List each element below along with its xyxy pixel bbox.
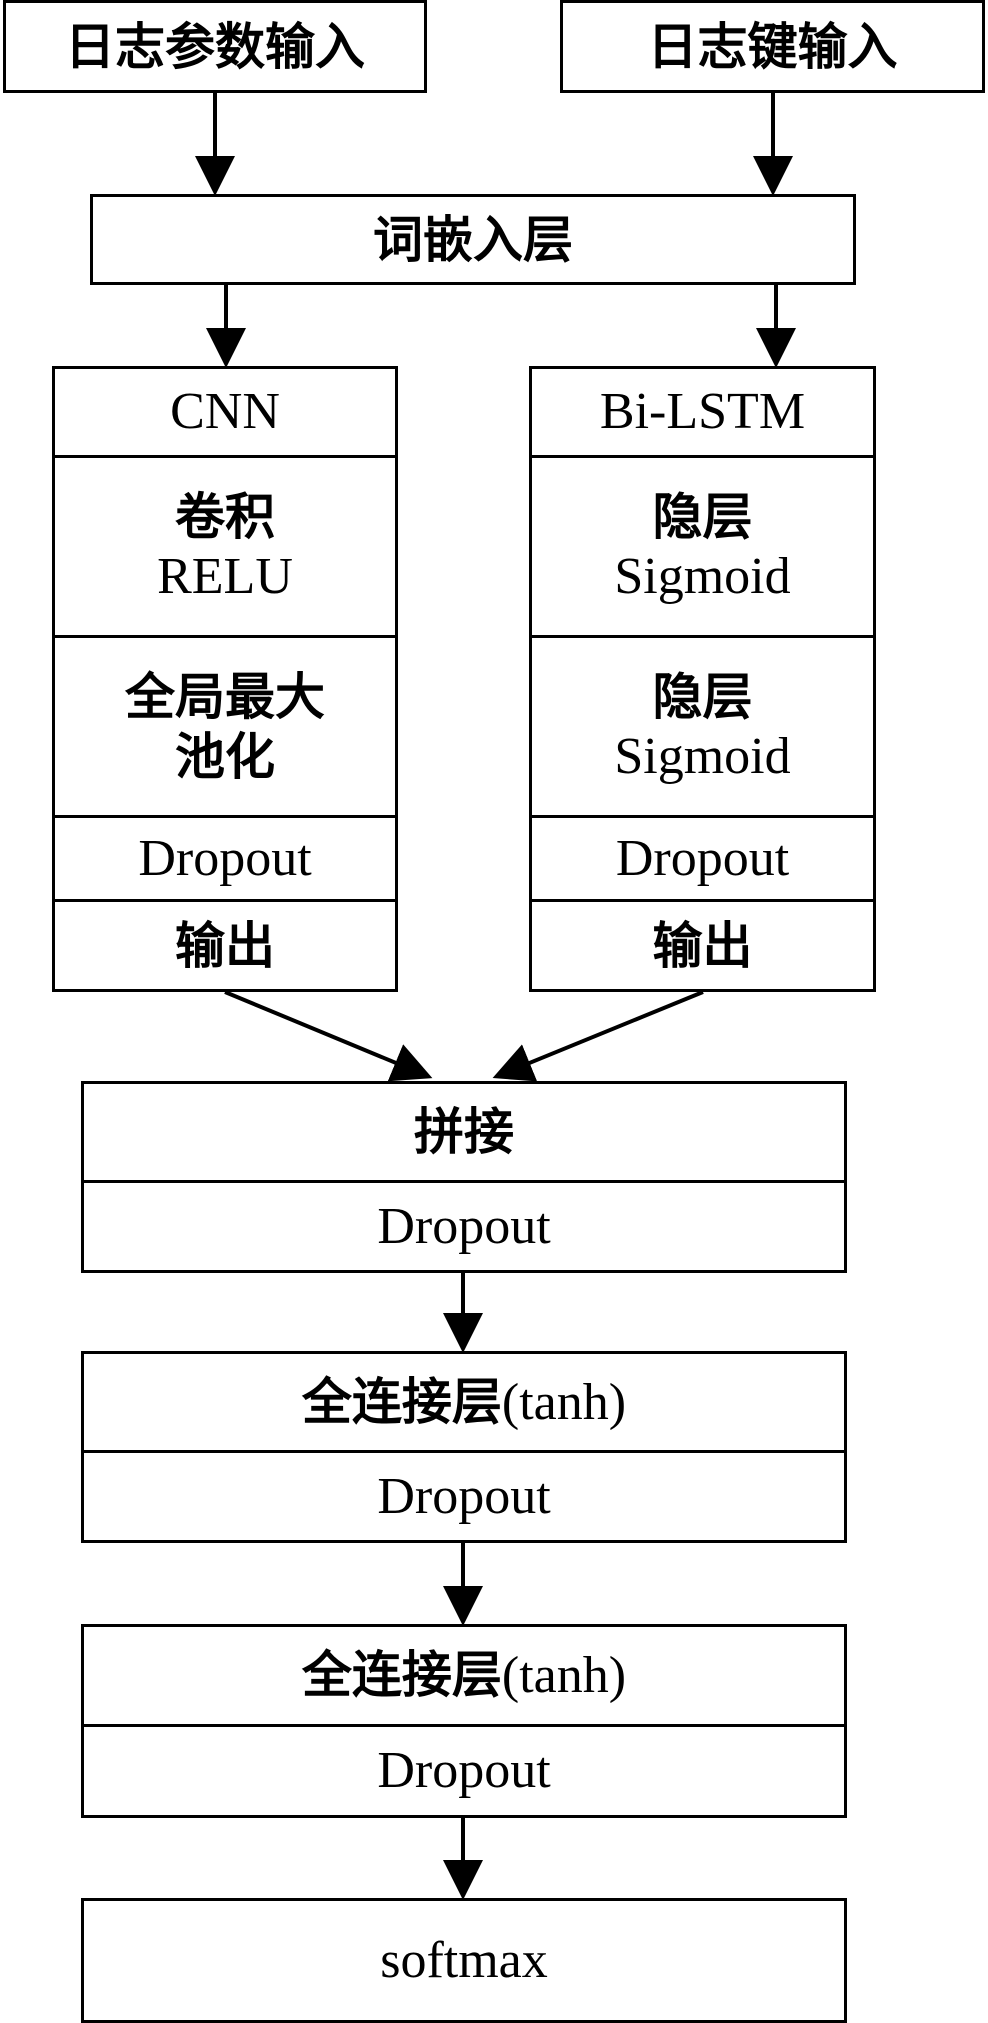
dense-layer-2-dropout-label: Dropout (377, 1742, 551, 1799)
embedding-layer-box: 词嵌入层 (90, 194, 856, 285)
cnn-dropout-label: Dropout (138, 829, 312, 887)
cnn-conv-label: 卷积 (175, 487, 275, 546)
bilstm-hidden2-label: 隐层 (652, 667, 753, 726)
bilstm-branch: Bi-LSTM 隐层 Sigmoid 隐层 Sigmoid Dropout 输出 (529, 366, 876, 992)
softmax-label: softmax (380, 1931, 548, 1989)
cnn-output-label: 输出 (175, 916, 275, 975)
dense-layer-1-dropout-label: Dropout (377, 1467, 551, 1525)
cnn-pool-label-1: 全局最大 (125, 667, 325, 726)
bilstm-dropout-label: Dropout (615, 829, 790, 887)
embedding-layer-label: 词嵌入层 (373, 210, 573, 269)
dense-layer-1-label: 全连接层(tanh) (301, 1372, 627, 1431)
concat-block: 拼接 Dropout (81, 1081, 847, 1273)
bilstm-output-label: 输出 (652, 916, 753, 975)
softmax-block: softmax (81, 1898, 847, 2023)
arrow-bilstm-to-concat (492, 990, 704, 1082)
dense-layer-1-block: 全连接层(tanh) Dropout (81, 1351, 847, 1543)
log-param-input-label: 日志参数输入 (65, 17, 365, 76)
dense-layer-2-label: 全连接层(tanh) (301, 1646, 627, 1704)
cnn-relu-label: RELU (157, 547, 293, 605)
bilstm-title: Bi-LSTM (599, 383, 806, 440)
bilstm-sigmoid2-label: Sigmoid (614, 727, 791, 785)
dense-layer-2-block: 全连接层(tanh) Dropout (81, 1624, 847, 1818)
cnn-branch: CNN 卷积 RELU 全局最大 池化 Dropout 输出 (52, 366, 398, 992)
arrow-cnn-to-concat (224, 990, 433, 1082)
bilstm-hidden1-label: 隐层 (652, 487, 753, 546)
cnn-pool-label-2: 池化 (175, 727, 275, 786)
concat-dropout-label: Dropout (377, 1197, 551, 1255)
log-key-input-box: 日志键输入 (560, 0, 985, 93)
concat-label: 拼接 (414, 1103, 514, 1161)
cnn-title: CNN (170, 383, 280, 440)
bilstm-sigmoid1-label: Sigmoid (614, 547, 791, 605)
log-key-input-label: 日志键输入 (647, 17, 898, 76)
log-param-input-box: 日志参数输入 (3, 0, 427, 93)
